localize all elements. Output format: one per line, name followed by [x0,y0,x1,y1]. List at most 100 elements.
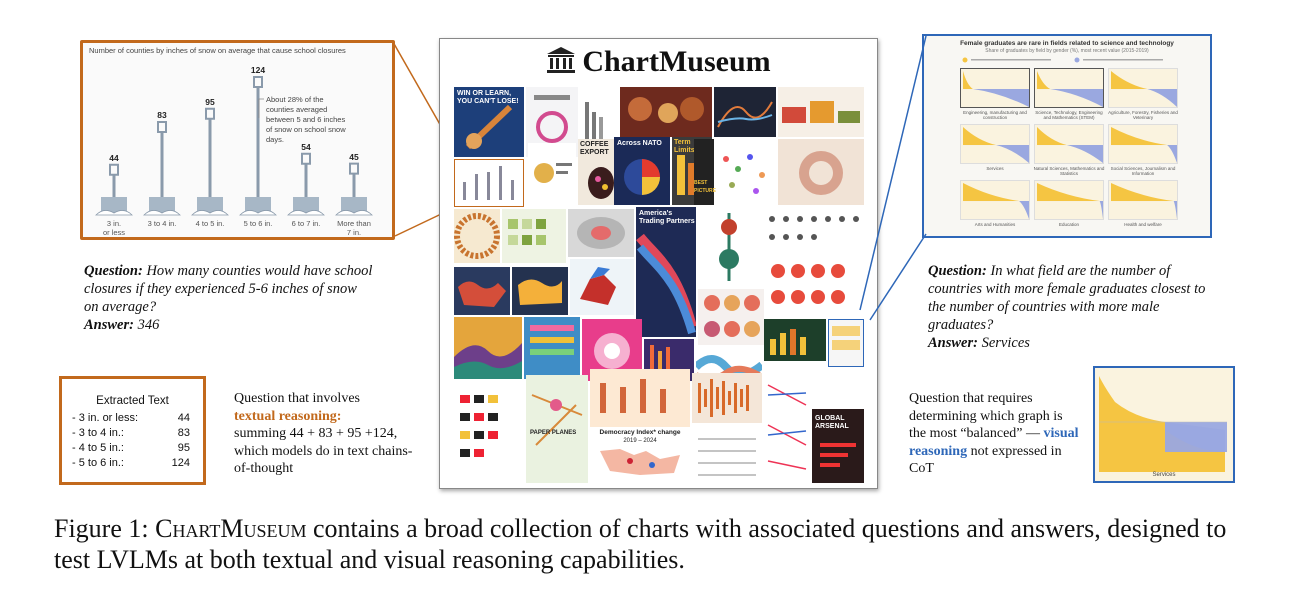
bar-value-label: 83 [157,109,167,120]
small-multiple-panel [1108,180,1178,220]
small-multiple-label: Social Sciences, Journalism and Informat… [1110,166,1176,176]
extracted-row: - 3 in. or less: 44 [72,412,190,427]
desc-pre: Question that involves [234,391,360,406]
tile-text: BEST PICTURE [694,180,716,194]
bar-value-label: 95 [205,96,215,107]
row-key: - 4 to 5 in.: [72,442,124,454]
chart-subtitle: Share of graduates by field by gender (%… [985,48,1149,54]
small-multiple-label: Health and welfare [1124,222,1162,227]
small-multiple-label: Engineering, manufacturing and construct… [963,110,1027,120]
bar-category-label: 5 to 6 in. [243,219,273,228]
extracted-text-box: Extracted Text - 3 in. or less: 44 - 3 t… [59,376,206,485]
tile-text: GLOBAL ARSENAL [815,415,849,430]
collage-tile [698,289,764,345]
tile-text: COFFEE EXPORT [580,141,609,156]
collage-tile [692,425,762,483]
small-multiple-label: Natural Sciences, Mathematics and Statis… [1033,166,1105,176]
answer-text: 346 [137,317,160,333]
collage-tile-highlighted [454,159,524,207]
female-graduates-chart: Female graduates are rare in fields rela… [922,34,1212,238]
collage-tile-highlighted [828,319,864,367]
row-value: 44 [177,412,190,424]
shovel-bar [239,76,277,216]
textual-reasoning-desc: Question that involves textual reasoning… [234,390,414,478]
row-key: - 5 to 6 in.: [72,457,124,469]
row-value: 83 [177,427,190,439]
collage-tile [764,365,810,483]
row-key: - 3 in. or less: [72,412,139,424]
chartmuseum-collage: ChartMuseum WIN OR LEARN, YOU CAN'T LOSE… [439,38,878,489]
small-multiple-panel [960,68,1030,108]
chart-title: Number of counties by inches of snow on … [89,46,346,55]
extracted-row: - 3 to 4 in.: 83 [72,427,190,442]
connector-right [859,35,927,321]
bar-value-label: 44 [109,152,119,163]
answer-text: Services [981,335,1030,351]
small-multiple-label: Arts and Humanities [974,222,1016,227]
collage-tile [570,259,634,315]
bar-category-label: 3 to 4 in. [147,219,177,228]
row-key: - 3 to 4 in.: [72,427,124,439]
question-text: In what field are the number of countrie… [928,263,1206,333]
collage-tile: PAPER PLANES [526,375,588,483]
tile-text: Across NATO [617,140,662,147]
bar-category-label: 3 in. or less [102,219,126,237]
bar-category-label: 6 to 7 in. [291,219,321,228]
small-multiple-panel [1108,124,1178,164]
collage-tile: Democracy Index* change 2019 – 2024 [590,429,690,483]
desc-post: summing 44 + 83 + 95 +124, which models … [234,426,413,476]
collage-title: ChartMuseum [440,45,877,79]
collage-tile [568,209,634,257]
collage-tile: Across NATO [614,137,670,205]
collage-tile [698,207,760,287]
tile-text: PAPER PLANES [530,430,577,436]
collage-tile [692,373,762,423]
museum-icon [547,47,576,73]
collage-tile [620,87,712,137]
collage-tile [714,87,776,137]
collage-tile [512,267,568,315]
answer-label: Answer: [928,335,978,351]
small-multiple-label: Education [1058,222,1079,227]
caption-text: contains a broad collection of charts wi… [54,514,1227,574]
collage-tile [454,317,522,379]
collage-tile [778,87,864,137]
desc-pre: Question that requires determining which… [909,391,1063,441]
collage-tile [524,317,580,379]
small-multiple-label: Science, Technology, Engineering and Mat… [1035,110,1103,120]
extracted-heading: Extracted Text [96,395,169,407]
shovel-bars [95,76,373,216]
annotation-leader [258,98,264,118]
shovel-bar [95,163,133,216]
chart-title: Female graduates are rare in fields rela… [960,40,1174,47]
tile-text: 2019 – 2024 [623,438,657,444]
shovel-bar [143,120,181,216]
tile-text: America's Trading Partners [639,210,695,225]
row-value: 95 [177,442,190,454]
question-text: How many counties would have school clos… [84,263,373,315]
collage-tile [764,319,826,361]
chart-annotation: About 28% of the counties averaged betwe… [266,95,346,144]
bar-category-label: 4 to 5 in. [195,219,225,228]
small-multiple-panel [960,124,1030,164]
visual-reasoning-label: visual reasoning [909,426,1079,459]
figure-caption: Figure 1: ChartMuseum contains a broad c… [54,513,1254,575]
desc-post: not expressed in CoT [909,443,1062,477]
collage-tile [590,369,690,427]
small-multiple-panel [1034,68,1104,108]
extracted-row: - 4 to 5 in.: 95 [72,442,190,457]
shovel-bar [287,152,325,216]
caption-prefix: Figure 1: [54,514,149,543]
textual-reasoning-label: textual reasoning: [234,408,342,424]
small-multiple-panel [960,180,1030,220]
extracted-row: - 5 to 6 in.: 124 [72,457,190,472]
collage-tile [528,143,576,205]
collage-tile [454,267,510,315]
visual-reasoning-desc: Question that requires determining which… [909,390,1079,478]
small-multiple-panel [1034,124,1104,164]
collage-tile [716,139,776,205]
tile-text: WIN OR LEARN, YOU CAN'T LOSE! [457,90,519,105]
caption-name: ChartMuseum [155,514,307,543]
row-value: 124 [171,457,190,469]
right-question-answer: Question: In what field are the number o… [928,262,1218,352]
